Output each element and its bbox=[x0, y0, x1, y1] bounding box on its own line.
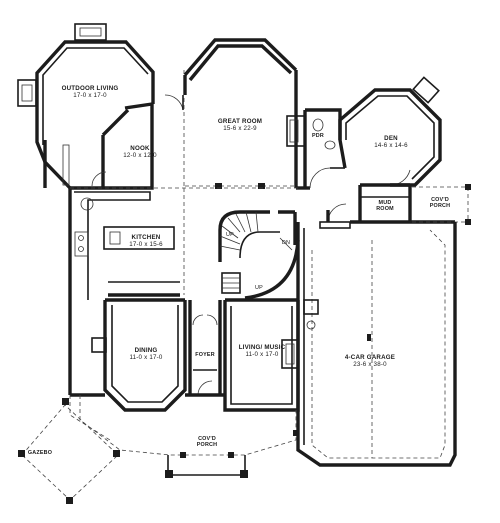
foyer-walls bbox=[185, 300, 225, 397]
stair-up-text: UP bbox=[226, 232, 234, 238]
nook-dim: 12-0 x 12-0 bbox=[123, 152, 157, 160]
dining-name: DINING bbox=[134, 347, 158, 354]
den-name: DEN bbox=[384, 135, 398, 142]
stair-up-label: UP bbox=[226, 232, 234, 238]
covd-porch-right-label: COV'D PORCH bbox=[423, 197, 457, 209]
front-porch-walls bbox=[79, 395, 299, 478]
nook-walls bbox=[70, 70, 185, 190]
den-label: DEN 14-6 x 14-6 bbox=[374, 135, 408, 149]
stair-dn-text: DN bbox=[281, 240, 291, 246]
kitchen-dim: 17-0 x 15-6 bbox=[129, 241, 163, 249]
stair-up-text-2: UP bbox=[255, 285, 263, 291]
garage-label: 4-CAR GARAGE 23-6 x 38-0 bbox=[345, 354, 395, 368]
foyer-label: FOYER bbox=[195, 352, 215, 358]
great-room-name: GREAT ROOM bbox=[217, 118, 263, 125]
outdoor-living-name: OUTDOOR LIVING bbox=[61, 85, 119, 92]
living-music-dim: 11-0 x 17-0 bbox=[245, 351, 279, 359]
great-room-dim: 15-6 x 22-9 bbox=[223, 125, 257, 133]
stair-up-label-2: UP bbox=[255, 285, 263, 291]
pdr-label: PDR bbox=[312, 133, 324, 139]
living-music-label: LIVING/ MUSIC 11-0 x 17-0 bbox=[238, 344, 286, 358]
garage-walls bbox=[296, 221, 457, 467]
great-room-walls bbox=[183, 38, 310, 190]
covd-porch-front-name: COV'D PORCH bbox=[196, 436, 218, 448]
stair-dn-label: DN bbox=[282, 240, 290, 246]
kitchen-name: KITCHEN bbox=[131, 234, 161, 241]
covd-porch-front-label: COV'D PORCH bbox=[190, 436, 224, 448]
outdoor-living-dim: 17-0 x 17-0 bbox=[73, 92, 107, 100]
outdoor-living-walls bbox=[17, 23, 184, 190]
garage-dim: 23-6 x 38-0 bbox=[353, 361, 387, 369]
den-dim: 14-6 x 14-6 bbox=[374, 142, 408, 150]
garage-name: 4-CAR GARAGE bbox=[344, 354, 396, 361]
pdr-name: PDR bbox=[312, 133, 324, 139]
kitchen-label: KITCHEN 17-0 x 15-6 bbox=[129, 234, 163, 248]
gazebo-walls bbox=[18, 395, 120, 504]
gazebo-name: GAZEBO bbox=[27, 450, 53, 456]
mud-room-walls bbox=[326, 183, 471, 225]
outdoor-living-label: OUTDOOR LIVING 17-0 x 17-0 bbox=[62, 85, 119, 99]
dining-walls bbox=[68, 298, 187, 412]
dining-label: DINING 11-0 x 17-0 bbox=[129, 347, 162, 361]
nook-label: NOOK 12-0 x 12-0 bbox=[123, 145, 157, 159]
living-music-name: LIVING/ MUSIC bbox=[238, 344, 286, 351]
foyer-name: FOYER bbox=[195, 352, 215, 358]
mud-room-label: MUD ROOM bbox=[370, 200, 400, 212]
great-room-label: GREAT ROOM 15-6 x 22-9 bbox=[218, 118, 262, 132]
kitchen-walls bbox=[68, 188, 185, 300]
gazebo-label: GAZEBO bbox=[28, 450, 52, 456]
covd-porch-right-name: COV'D PORCH bbox=[429, 197, 451, 209]
den-walls bbox=[338, 76, 442, 187]
nook-name: NOOK bbox=[130, 145, 150, 152]
dining-dim: 11-0 x 17-0 bbox=[129, 354, 163, 362]
mud-room-name: MUD ROOM bbox=[376, 200, 394, 212]
